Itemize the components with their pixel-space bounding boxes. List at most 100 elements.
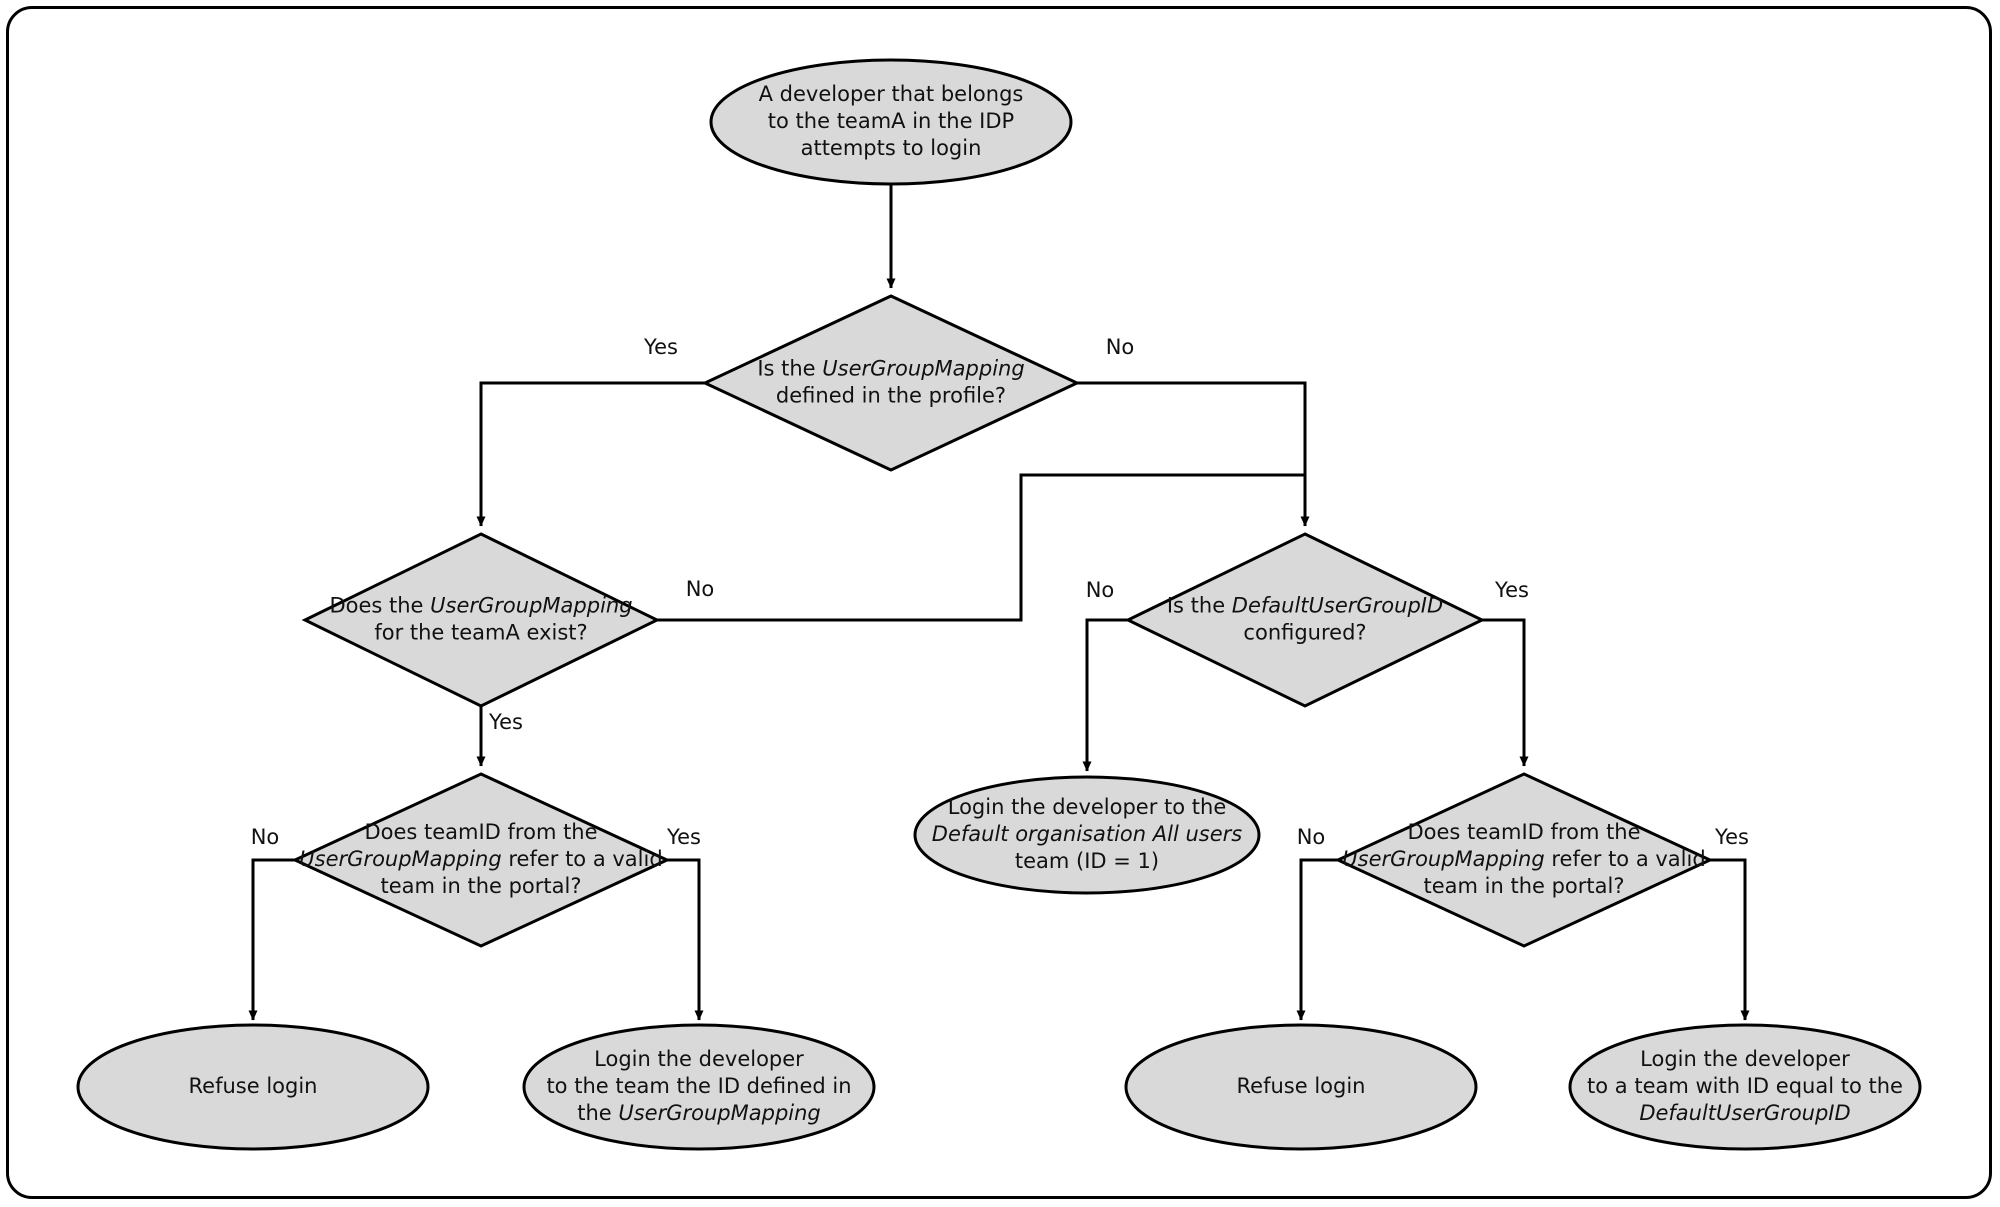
- node-label-line: Does teamID from the: [1407, 820, 1640, 844]
- text-run: team in the portal?: [380, 874, 581, 898]
- node-start[interactable]: A developer that belongs to the teamA in …: [709, 58, 1073, 186]
- edge-ugm-teama-exists-yes: Yes: [476, 706, 523, 767]
- text-run: Is the: [1167, 594, 1232, 618]
- text-run: for the teamA exist?: [374, 621, 587, 645]
- edge-path: [1296, 858, 1338, 1021]
- edge-label: No: [1106, 335, 1135, 359]
- node-label-line: defined in the profile?: [776, 384, 1006, 408]
- edge-teamid-valid-right-yes: Yes: [1710, 825, 1750, 1021]
- node-label-line: Is the UserGroupMapping: [757, 357, 1024, 381]
- node-label-line: Does the UserGroupMapping: [329, 594, 632, 618]
- edge-path: [248, 858, 295, 1021]
- edge-path: [1710, 858, 1750, 1021]
- text-run: A developer that belongs: [759, 82, 1024, 106]
- edge-path: [657, 473, 1305, 622]
- edge-label: No: [1297, 825, 1326, 849]
- node-label-line: for the teamA exist?: [374, 621, 587, 645]
- edge-path: [667, 858, 704, 1021]
- emphasis-run: DefaultUserGroupID: [1232, 594, 1443, 618]
- node-login-default-ugid[interactable]: Login the developer to a team with ID equ…: [1568, 1023, 1922, 1151]
- node-label-line: team in the portal?: [380, 874, 581, 898]
- text-run: to the teamA in the IDP: [768, 109, 1014, 133]
- node-label-line: UserGroupMapping refer to a valid: [1342, 847, 1705, 871]
- terminal-ellipse[interactable]: [1124, 1023, 1478, 1151]
- text-run: Is the: [757, 357, 822, 381]
- edge-label: Yes: [643, 335, 678, 359]
- edge-teamid-valid-left-no: No: [248, 825, 295, 1021]
- edge-label: Yes: [488, 710, 523, 734]
- text-run: the: [577, 1101, 618, 1125]
- node-label-line: Login the developer: [594, 1047, 804, 1071]
- edge-teamid-valid-right-no: No: [1296, 825, 1338, 1021]
- node-label-line: Login the developer to the: [948, 795, 1227, 819]
- edge-path: [1077, 381, 1310, 527]
- edge-label: No: [1086, 578, 1115, 602]
- node-default-ugid[interactable]: Is the DefaultUserGroupID configured?: [1124, 532, 1486, 708]
- emphasis-run: Default organisation All users: [932, 822, 1242, 846]
- text-run: configured?: [1243, 621, 1366, 645]
- decision-diamond[interactable]: [301, 532, 661, 708]
- terminal-ellipse[interactable]: [522, 1023, 876, 1151]
- edge-teamid-valid-left-yes: Yes: [666, 825, 704, 1021]
- node-ugm-defined[interactable]: Is the UserGroupMapping defined in the pr…: [701, 294, 1081, 472]
- edge-default-ugid-yes: Yes: [1482, 578, 1529, 767]
- node-login-team-ugm[interactable]: Login the developer to the team the ID de…: [522, 1023, 876, 1151]
- text-run: Login the developer: [594, 1047, 804, 1071]
- terminal-ellipse[interactable]: [913, 775, 1261, 895]
- node-label-line: UserGroupMapping refer to a valid: [299, 847, 662, 871]
- decision-diamond[interactable]: [291, 772, 671, 948]
- node-label-line: Refuse login: [1237, 1074, 1366, 1098]
- node-refuse-login-left[interactable]: Refuse login: [76, 1023, 430, 1151]
- node-label-line: Is the DefaultUserGroupID: [1167, 594, 1443, 618]
- emphasis-run: DefaultUserGroupID: [1639, 1101, 1850, 1125]
- text-run: team in the portal?: [1423, 874, 1624, 898]
- emphasis-run: UserGroupMapping: [618, 1101, 820, 1125]
- text-run: team (ID = 1): [1015, 849, 1159, 873]
- node-label-line: DefaultUserGroupID: [1639, 1101, 1850, 1125]
- decision-diamond[interactable]: [1124, 532, 1486, 708]
- text-run: to a team with ID equal to the: [1587, 1074, 1903, 1098]
- node-label-line: to the teamA in the IDP: [768, 109, 1014, 133]
- text-run: Login the developer: [1640, 1047, 1850, 1071]
- terminal-ellipse[interactable]: [709, 58, 1073, 186]
- emphasis-run: UserGroupMapping: [1342, 847, 1544, 871]
- text-run: Does teamID from the: [1407, 820, 1640, 844]
- node-label-line: team (ID = 1): [1015, 849, 1159, 873]
- node-label-line: Does teamID from the: [364, 820, 597, 844]
- terminal-ellipse[interactable]: [1568, 1023, 1922, 1151]
- edge-path: [1082, 618, 1128, 772]
- emphasis-run: UserGroupMapping: [822, 357, 1024, 381]
- edge-label: Yes: [666, 825, 701, 849]
- node-label-line: to the team the ID defined in: [546, 1074, 851, 1098]
- emphasis-run: UserGroupMapping: [299, 847, 501, 871]
- edge-ugm-defined-yes: Yes: [476, 335, 705, 527]
- text-run: Does the: [329, 594, 430, 618]
- node-ugm-teama-exists[interactable]: Does the UserGroupMapping for the teamA e…: [301, 532, 661, 708]
- text-run: to the team the ID defined in: [546, 1074, 851, 1098]
- text-run: refer to a valid: [502, 847, 663, 871]
- text-run: Does teamID from the: [364, 820, 597, 844]
- edge-ugm-defined-no: No: [1077, 335, 1310, 527]
- node-label-line: attempts to login: [801, 136, 982, 160]
- node-label-line: team in the portal?: [1423, 874, 1624, 898]
- text-run: Refuse login: [189, 1074, 318, 1098]
- decision-diamond[interactable]: [1334, 772, 1714, 948]
- text-run: attempts to login: [801, 136, 982, 160]
- node-label-line: Refuse login: [189, 1074, 318, 1098]
- text-run: refer to a valid: [1545, 847, 1706, 871]
- terminal-ellipse[interactable]: [76, 1023, 430, 1151]
- node-label-line: configured?: [1243, 621, 1366, 645]
- edge-label: Yes: [1494, 578, 1529, 602]
- nodes-layer: A developer that belongs to the teamA in …: [76, 58, 1922, 1151]
- node-label-line: to a team with ID equal to the: [1587, 1074, 1903, 1098]
- node-refuse-login-right[interactable]: Refuse login: [1124, 1023, 1478, 1151]
- edge-label: No: [686, 577, 715, 601]
- decision-diamond[interactable]: [701, 294, 1081, 472]
- node-label-line: A developer that belongs: [759, 82, 1024, 106]
